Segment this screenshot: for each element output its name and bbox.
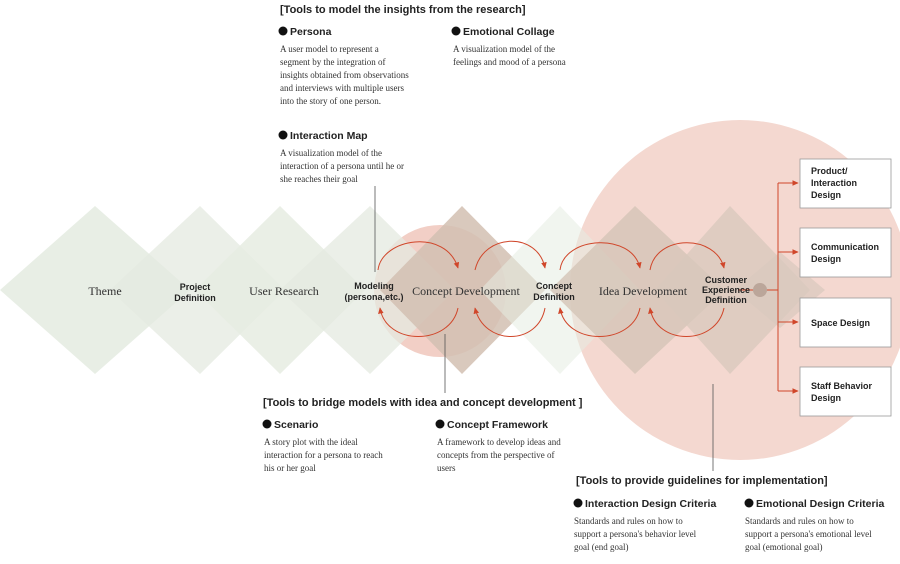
section-title: [Tools to provide guidelines for impleme… — [576, 475, 828, 487]
output-label: Space Design — [811, 318, 870, 328]
emotional-collage-title: Emotional Collage — [463, 26, 555, 38]
bullet-icon — [278, 26, 288, 36]
diamond-concept-development — [380, 206, 545, 374]
bullet-icon — [262, 419, 272, 429]
interaction-criteria-title: Interaction Design Criteria — [585, 498, 716, 510]
diamond-chain — [0, 206, 825, 374]
emotional-criteria-title: Emotional Design Criteria — [756, 498, 885, 510]
bullet-icon — [573, 498, 583, 508]
scenario-title: Scenario — [274, 419, 318, 431]
step-modeling: Modeling(persona,etc.) — [344, 281, 403, 302]
step-theme: Theme — [88, 284, 121, 298]
step-concept-development: Concept Development — [412, 284, 520, 298]
interaction-map-title: Interaction Map — [290, 130, 368, 142]
bullet-icon — [435, 419, 445, 429]
output-branch — [738, 180, 799, 394]
persona-title: Persona — [290, 26, 332, 38]
hub-dot — [753, 283, 767, 297]
diamond-theme — [0, 206, 190, 374]
diamond-modeling — [280, 206, 455, 374]
bullet-icon — [278, 130, 288, 140]
step-user-research: User Research — [249, 284, 319, 298]
concept-framework-title: Concept Framework — [447, 419, 548, 431]
output-box-space: Space Design — [799, 297, 892, 348]
bullet-icon — [744, 498, 754, 508]
diamond-customer-experience — [655, 206, 810, 374]
concept-cycle-arrows — [377, 240, 547, 337]
section-model-tools: [Tools to model the insights from the re… — [278, 4, 566, 184]
bullet-icon — [451, 26, 461, 36]
section-bridge-tools: [Tools to bridge models with idea and co… — [262, 397, 583, 473]
step-idea-development: Idea Development — [599, 284, 688, 298]
idea-cycle-arrows — [558, 242, 726, 337]
section-title: [Tools to model the insights from the re… — [280, 4, 526, 16]
section-guideline-tools: [Tools to provide guidelines for impleme… — [573, 475, 885, 552]
section-title: [Tools to bridge models with idea and co… — [263, 397, 583, 409]
diamond-idea-development — [550, 206, 725, 374]
